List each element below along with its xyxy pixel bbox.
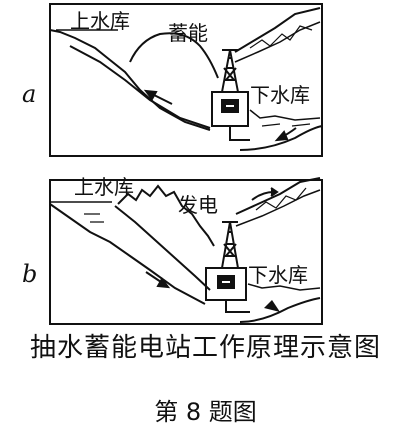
panel-a-lower-water [249, 109, 321, 121]
panel-b-slope [49, 203, 206, 305]
panel-a-lower-bank [239, 125, 323, 151]
panel-b-action-label: 发电 [178, 193, 218, 217]
panel-a-frame [49, 3, 323, 157]
panel-b-powerhouse [205, 267, 250, 313]
panel-b-lower-label: 下水库 [248, 263, 308, 287]
panel-b-upper-label: 上水库 [74, 175, 134, 199]
panel-b-water-lines [84, 213, 104, 223]
panel-b-pipe-upper [114, 205, 211, 291]
panel-a-ridge [234, 7, 321, 53]
panel-b-ridge [235, 177, 321, 215]
panel-b-letter: b [22, 260, 38, 288]
panel-a-pipe-upper [69, 45, 211, 129]
panel-b-ridge-detail [255, 187, 307, 211]
panel-a-ridge-2 [234, 21, 321, 63]
panel-a-upper-label: 上水库 [70, 9, 130, 33]
figure-caption: 抽水蓄能电站工作原理示意图 [29, 333, 381, 363]
panel-a-flow-arrow [143, 89, 173, 105]
panel-b-frame [49, 179, 323, 325]
panel-a-letter: a [22, 80, 37, 108]
panel-a-ridge-detail [249, 25, 313, 49]
panel-b-power-arrow [251, 187, 279, 201]
panel-b-mountain [117, 184, 215, 247]
panel-a-hill [129, 32, 219, 79]
panel-a-powerhouse [211, 91, 250, 141]
panel-b-outflow [264, 300, 280, 312]
panel-a-action-label: 蓄能 [168, 21, 208, 45]
panel-b-lower-water [247, 283, 321, 291]
figure-number: 第 8 题图 [154, 398, 257, 426]
panel-a: 上水库 蓄能 下水库 [49, 3, 323, 157]
panel-b-flow-arrow [145, 271, 171, 289]
panel-a-pylon [221, 49, 239, 93]
panel-b-pylon [221, 221, 239, 269]
panel-a-slope [49, 29, 211, 131]
panel-b: 上水库 发电 下水库 [49, 175, 323, 325]
panel-b-lower-bank [239, 297, 321, 323]
panel-a-return-arrow [274, 127, 297, 142]
panel-a-lower-water-lines [261, 123, 311, 127]
panel-b-ridge-2 [235, 189, 321, 227]
panel-a-lower-label: 下水库 [250, 83, 310, 107]
